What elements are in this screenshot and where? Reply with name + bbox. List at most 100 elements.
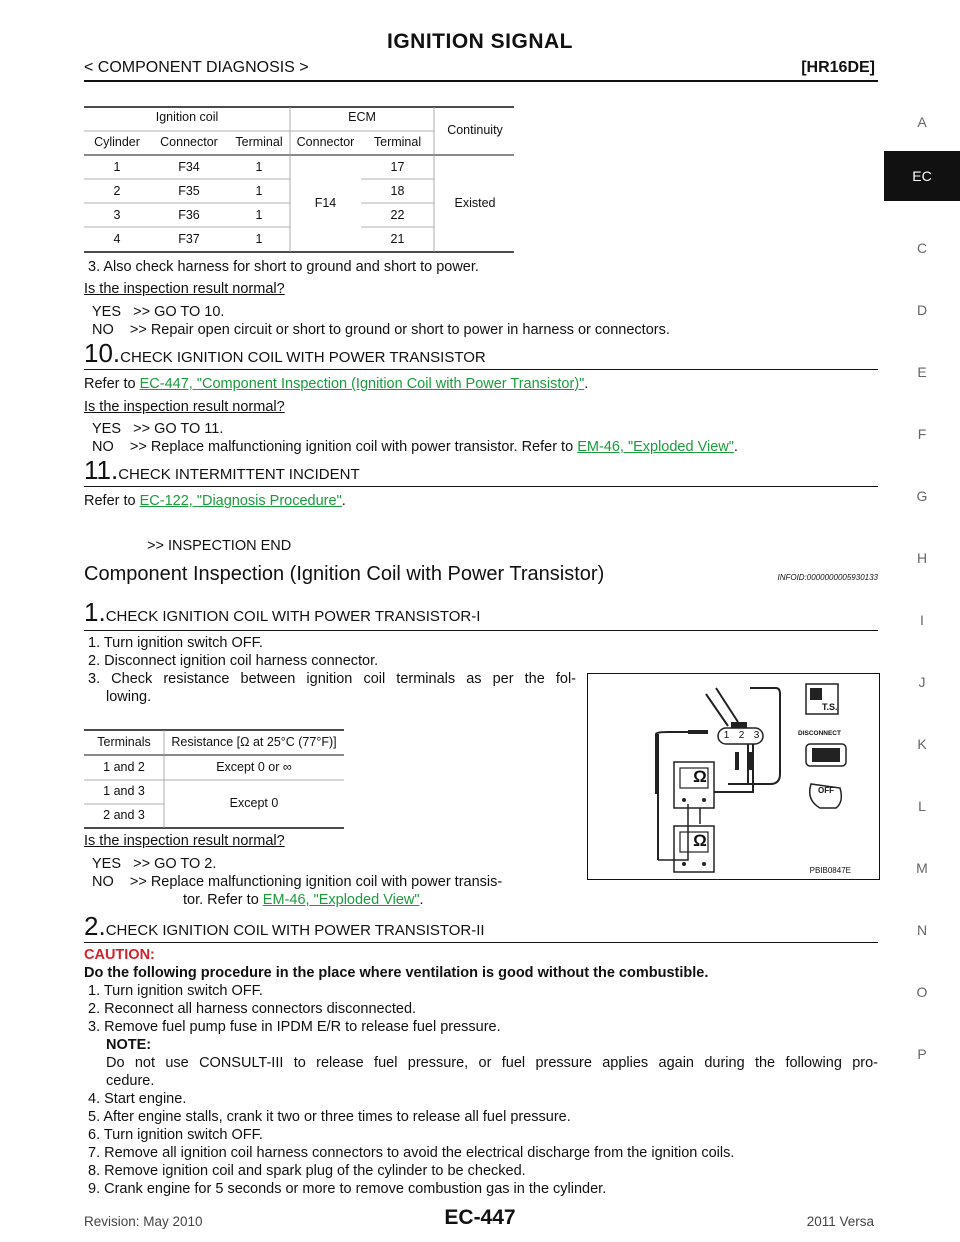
r2-terminals: 1 and 3	[103, 784, 145, 798]
ignition-off-icon: OFF	[818, 786, 834, 795]
s11-heading: 11.CHECK INTERMITTENT INCIDENT	[84, 455, 360, 486]
c1-step3a: 3. Check resistance between ignition coi…	[88, 671, 576, 687]
footer-model: 2011 Versa	[806, 1214, 874, 1229]
continuity-value: Existed	[454, 196, 496, 210]
s9-step3: 3. Also check harness for short to groun…	[88, 259, 479, 275]
r1-terminals: 1 and 2	[103, 760, 145, 774]
c1-heading: 1.CHECK IGNITION COIL WITH POWER TRANSIS…	[84, 597, 480, 628]
sidebar-letter-l[interactable]: L	[918, 798, 926, 814]
r3-terminals: 2 and 3	[103, 808, 145, 822]
table-cell-ecm-term: 21	[390, 232, 405, 246]
ignition-coil-test-figure: Ω Ω 1 2 3 T.S. DISCONNECT OFF PBIB0847E	[587, 673, 880, 880]
figure-illustration	[655, 683, 847, 873]
sidebar-letter-h[interactable]: H	[916, 550, 928, 566]
table-cell-cyl: 3	[113, 208, 121, 222]
table-cell-ecm-term: 18	[390, 184, 405, 198]
s10-rule	[84, 369, 878, 370]
sidebar-tab-ec-label: EC	[912, 168, 932, 184]
breadcrumb: < COMPONENT DIAGNOSIS >	[84, 59, 309, 76]
note-text-b: cedure.	[106, 1073, 155, 1089]
c1-step1: 1. Turn ignition switch OFF.	[88, 635, 263, 651]
sidebar-letter-c[interactable]: C	[916, 240, 928, 256]
s10-heading: 10.CHECK IGNITION COIL WITH POWER TRANSI…	[84, 338, 486, 369]
table-cell-cyl: 4	[113, 232, 121, 246]
c1-no-link[interactable]: EM-46, "Exploded View"	[262, 892, 420, 908]
table-cell-conn: F36	[178, 208, 200, 222]
r1-resistance: Except 0 or ∞	[216, 760, 292, 774]
sidebar-letter-m[interactable]: M	[916, 860, 928, 876]
c2-step: 8. Remove ignition coil and spark plug o…	[88, 1163, 526, 1179]
table-cell-term: 1	[255, 208, 263, 222]
table-cell-conn: F37	[178, 232, 200, 246]
footer-revision: Revision: May 2010	[84, 1214, 203, 1229]
table-cell-term: 1	[255, 232, 263, 246]
s10-no-suffix: .	[733, 439, 738, 455]
c1-no-b: tor. Refer to EM-46, "Exploded View".	[183, 891, 424, 909]
sidebar-letter-g[interactable]: G	[916, 488, 928, 504]
s11-refer-suffix: .	[341, 493, 346, 509]
th-ecm-connector: Connector	[296, 135, 355, 149]
c1-rule	[84, 630, 878, 631]
c2-step: 1. Turn ignition switch OFF.	[88, 983, 263, 999]
figure-code: PBIB0847E	[809, 866, 851, 875]
c2-step: 4. Start engine.	[88, 1091, 187, 1107]
th-continuity: Continuity	[447, 123, 503, 137]
sidebar-letter-a[interactable]: A	[917, 114, 927, 130]
th-ecm-terminal: Terminal	[373, 135, 422, 149]
s9-question: Is the inspection result normal?	[84, 281, 285, 297]
pin-3: 3	[753, 730, 760, 741]
caution-label: CAUTION:	[84, 947, 155, 963]
engine-code: [HR16DE]	[801, 59, 875, 76]
connector-pins: 1 2 3	[719, 730, 764, 741]
c2-step: 3. Remove fuel pump fuse in IPDM E/R to …	[88, 1019, 501, 1035]
sidebar-letter-o[interactable]: O	[916, 984, 928, 1000]
sidebar-letter-p[interactable]: P	[917, 1046, 927, 1062]
s10-no-prefix: NO >> Replace malfunctioning ignition co…	[92, 439, 578, 455]
s10-link[interactable]: EC-447, "Component Inspection (Ignition …	[139, 376, 585, 392]
sidebar-letter-k[interactable]: K	[917, 736, 927, 752]
c2-rule	[84, 942, 878, 943]
page-title: IGNITION SIGNAL	[387, 30, 573, 53]
table-cell-term: 1	[255, 184, 263, 198]
header-rule	[84, 80, 878, 82]
s10-no-link[interactable]: EM-46, "Exploded View"	[577, 439, 734, 455]
table-cell-cyl: 1	[113, 160, 121, 174]
th-terminal: Terminal	[235, 135, 283, 149]
s11-number: 11.	[84, 455, 119, 485]
sidebar-letter-d[interactable]: D	[916, 302, 928, 318]
table-cell-conn: F34	[178, 160, 200, 174]
s10-title: CHECK IGNITION COIL WITH POWER TRANSISTO…	[120, 349, 486, 366]
c1-step3b: lowing.	[106, 689, 152, 705]
s11-title: CHECK INTERMITTENT INCIDENT	[118, 466, 360, 483]
pin-1: 1	[723, 730, 730, 741]
table-cell-conn: F35	[178, 184, 200, 198]
table-cell-ecm-term: 22	[390, 208, 405, 222]
caution-text: Do the following procedure in the place …	[84, 965, 709, 981]
th-connector: Connector	[160, 135, 218, 149]
sidebar-letter-e[interactable]: E	[917, 364, 927, 380]
s11-rule	[84, 486, 878, 487]
s10-question: Is the inspection result normal?	[84, 399, 285, 415]
ohm-meter-2-icon: Ω	[693, 831, 707, 850]
s11-refer-prefix: Refer to	[84, 493, 140, 509]
th-cylinder: Cylinder	[94, 135, 140, 149]
th-ignition-coil: Ignition coil	[155, 110, 219, 124]
disconnect-icon: DISCONNECT	[798, 730, 841, 737]
c1-no-suffix: .	[419, 892, 424, 908]
sidebar-letter-j[interactable]: J	[918, 674, 926, 690]
table-cell-term: 1	[255, 160, 263, 174]
c1-step2: 2. Disconnect ignition coil harness conn…	[88, 653, 379, 669]
s10-refer: Refer to EC-447, "Component Inspection (…	[84, 375, 588, 393]
note-label: NOTE:	[106, 1037, 152, 1053]
s11-refer: Refer to EC-122, "Diagnosis Procedure".	[84, 492, 346, 510]
c1-number: 1.	[84, 597, 106, 627]
sidebar-tab-ec[interactable]: EC	[884, 151, 960, 201]
c1-title: CHECK IGNITION COIL WITH POWER TRANSISTO…	[105, 608, 481, 625]
sidebar-letter-n[interactable]: N	[916, 922, 928, 938]
resistance-table-lines	[84, 729, 344, 829]
sidebar-letter-f[interactable]: F	[917, 426, 927, 442]
s11-link[interactable]: EC-122, "Diagnosis Procedure"	[139, 493, 342, 509]
sidebar-letter-i[interactable]: I	[920, 612, 924, 628]
continuity-table-lines	[84, 106, 514, 253]
c2-step: 5. After engine stalls, crank it two or …	[88, 1109, 571, 1125]
